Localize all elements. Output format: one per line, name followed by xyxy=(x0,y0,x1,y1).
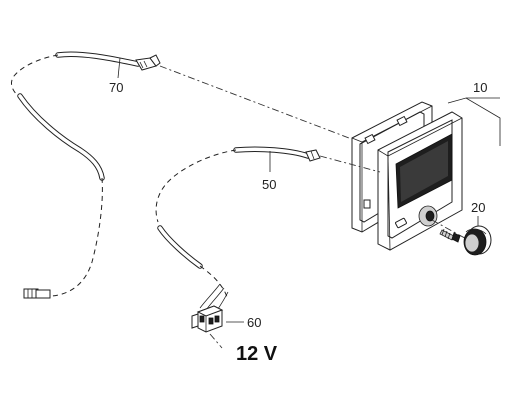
label-70-text: 70 xyxy=(109,80,123,95)
display-unit-10 xyxy=(351,101,463,251)
label-10: 10 xyxy=(447,80,501,146)
assembly-line-70 xyxy=(159,65,371,147)
power-connector-60: 60 xyxy=(191,305,261,349)
knob-20: 20 xyxy=(463,200,492,256)
assembly-line-50 xyxy=(319,155,381,173)
label-20-text: 20 xyxy=(471,200,485,215)
label-60-text: 60 xyxy=(247,315,261,330)
cable-50 xyxy=(155,146,321,313)
leader-70 xyxy=(117,57,121,79)
cable-70-end-connector xyxy=(23,288,51,299)
cable-70 xyxy=(11,51,161,299)
display-button xyxy=(395,217,407,229)
mounting-screw xyxy=(431,219,473,243)
display-bezel xyxy=(377,111,463,251)
voltage-label: 12 V xyxy=(236,343,278,365)
label-10-text: 10 xyxy=(473,80,487,95)
cable-50-connector xyxy=(305,149,321,162)
label-50-text: 50 xyxy=(262,177,276,192)
cable-70-top-connector xyxy=(135,54,161,71)
